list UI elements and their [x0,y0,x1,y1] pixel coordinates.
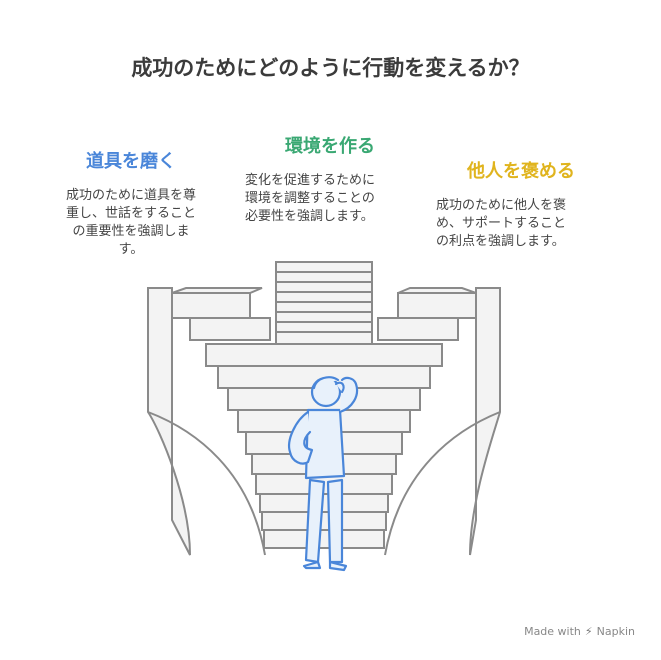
description-line: 重し、世話をすること [65,206,196,221]
center-tower [275,261,373,345]
column-create-environment: 環境を作る 変化を促進するために 環境を調整することの 必要性を強調します。 [245,132,415,226]
description-line: す。 [118,242,144,257]
column-description: 成功のために道具を尊 重し、世話をすること の重要性を強調しま す。 [50,187,212,259]
left-wall-curve [147,411,266,556]
brand-name: Napkin [596,625,635,638]
column-description: 変化を促進するために 環境を調整することの 必要性を強調します。 [245,172,415,226]
person-figure [288,376,359,572]
column-heading: 環境を作る [285,136,375,157]
page-title: 成功のためにどのように行動を変えるか？ [131,56,530,80]
description-line: 環境を調整することの [245,191,375,206]
column-heading: 他人を褒める [467,161,575,182]
column-description: 成功のために他人を褒 め、サポートすること の利点を強調します。 [436,197,606,251]
napkin-logo-icon: ⚡ [584,625,593,638]
description-line: の重要性を強調しま [72,224,190,239]
right-wall-curve [384,411,501,556]
description-line: 成功のために道具を尊 [65,188,196,203]
column-heading: 道具を磨く [86,151,176,172]
column-praise-others: 他人を褒める 成功のために他人を褒 め、サポートすること の利点を強調します。 [436,157,606,251]
description-line: 成功のために他人を褒 [436,198,567,213]
upper-steps [171,287,477,341]
right-wall [469,287,501,556]
description-line: 変化を促進するために [245,173,376,188]
description-line: の利点を強調します。 [436,234,565,249]
made-with-label: Made with [524,625,581,638]
footer-branding: Made with ⚡ Napkin [524,625,635,638]
description-line: 必要性を強調します。 [245,209,374,224]
column-polish-tools: 道具を磨く 成功のために道具を尊 重し、世話をすること の重要性を強調しま す。 [50,147,212,259]
description-line: め、サポートすること [436,216,567,231]
